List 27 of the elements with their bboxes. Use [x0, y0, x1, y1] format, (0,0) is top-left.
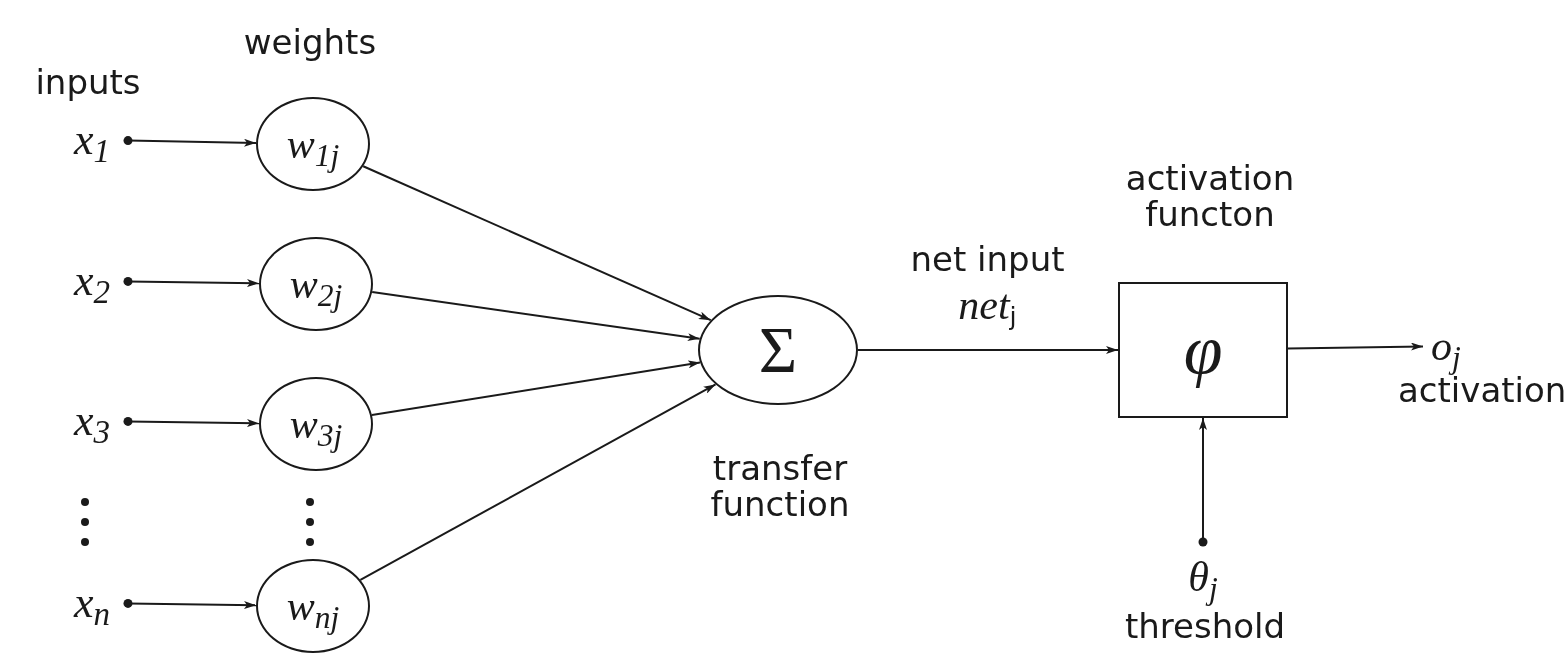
arrow [1287, 342, 1424, 351]
weight-circle: w$_{3j}$ [259, 377, 373, 471]
arrow [123, 276, 260, 288]
arrow [371, 291, 701, 342]
weight-circle: w$_{1j}$ [256, 97, 370, 191]
arrow [857, 346, 1119, 354]
edge-label: net input net$_{j}$ [909, 238, 1066, 330]
arrow [1198, 417, 1208, 547]
heading-label: inputs [34, 62, 142, 102]
arrow [123, 416, 260, 428]
activation-box: φ [1118, 282, 1288, 418]
arrow [123, 598, 257, 610]
heading-label: weights [242, 22, 378, 62]
arrow [359, 383, 717, 581]
weight-circle: w$_{2j}$ [259, 237, 373, 331]
input-symbol: x$_{2}$ [60, 251, 124, 311]
node-caption: activation functon [1124, 160, 1296, 232]
arrow [123, 136, 257, 147]
input-symbol: x$_{1}$ [60, 110, 124, 170]
weight-circle: w$_{nj}$ [256, 559, 370, 653]
node-caption: threshold [1123, 608, 1287, 644]
arrow [362, 165, 712, 322]
input-symbol: x$_{3}$ [60, 391, 124, 451]
threshold-symbol: θ$_{j}$ [1178, 546, 1228, 608]
summation-circle: Σ [698, 295, 858, 405]
input-symbol: x$_{n}$ [60, 573, 124, 633]
node-caption: transfer function [709, 450, 851, 522]
